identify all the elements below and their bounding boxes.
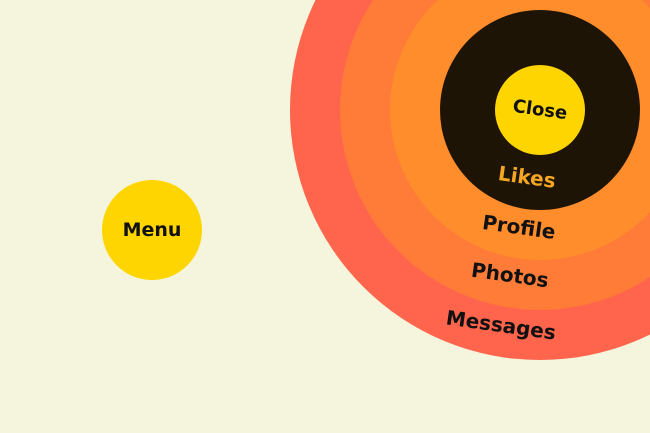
menu-button[interactable]: Menu (102, 180, 202, 280)
radial-menu-rings (290, 0, 650, 360)
close-button[interactable] (495, 65, 585, 155)
menu-label: Menu (122, 219, 182, 241)
